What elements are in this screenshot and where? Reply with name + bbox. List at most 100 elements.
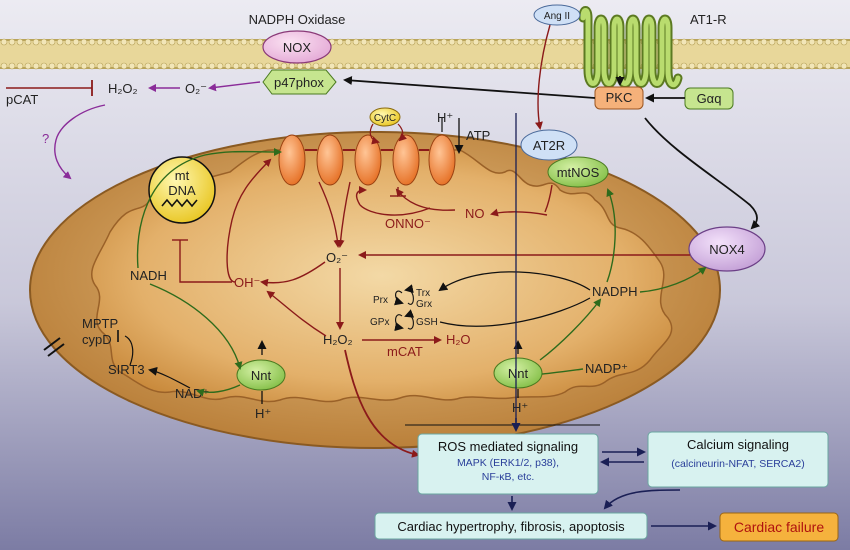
- lipid-bead: [792, 38, 800, 46]
- lipid-bead: [0, 38, 8, 46]
- lipid-bead: [280, 62, 288, 70]
- lipid-bead: [264, 62, 272, 70]
- lipid-bead: [536, 38, 544, 46]
- lipid-bead: [288, 62, 296, 70]
- lipid-bead: [712, 62, 720, 70]
- lipid-bead: [456, 62, 464, 70]
- no-label: NO: [465, 206, 485, 221]
- mtnos-label: mtNOS: [557, 165, 600, 180]
- lipid-bead: [504, 38, 512, 46]
- lipid-bead: [808, 62, 816, 70]
- lipid-bead: [232, 38, 240, 46]
- lipid-bead: [776, 62, 784, 70]
- lipid-bead: [680, 62, 688, 70]
- lipid-bead: [216, 38, 224, 46]
- gaq-label: Gαq: [697, 91, 722, 106]
- ros-line1: MAPK (ERK1/2, p38),: [457, 457, 559, 469]
- lipid-bead: [152, 62, 160, 70]
- lipid-bead: [552, 62, 560, 70]
- lipid-bead: [336, 38, 344, 46]
- matrix-h2o2-label: H₂O₂: [323, 332, 353, 347]
- mptp-label: MPTP: [82, 316, 118, 331]
- lipid-bead: [56, 38, 64, 46]
- lipid-bead: [480, 62, 488, 70]
- lipid-bead: [496, 62, 504, 70]
- mtdna-line2: DNA: [168, 183, 196, 198]
- lipid-bead: [32, 38, 40, 46]
- lipid-bead: [824, 62, 832, 70]
- lipid-bead: [808, 38, 816, 46]
- lipid-bead: [368, 38, 376, 46]
- lipid-bead: [128, 62, 136, 70]
- lipid-bead: [416, 38, 424, 46]
- lipid-bead: [528, 62, 536, 70]
- lipid-bead: [512, 62, 520, 70]
- complex-iii: [354, 134, 382, 186]
- lipid-bead: [688, 38, 696, 46]
- lipid-bead: [472, 38, 480, 46]
- nox4-node: [688, 226, 766, 272]
- lipid-bead: [184, 62, 192, 70]
- lipid-bead: [128, 38, 136, 46]
- lipid-bead: [528, 38, 536, 46]
- lipid-bead: [776, 38, 784, 46]
- lipid-bead: [384, 38, 392, 46]
- lipid-bead: [672, 62, 680, 70]
- at1r-label: AT1-R: [690, 12, 727, 27]
- lipid-bead: [536, 62, 544, 70]
- lipid-bead: [568, 38, 576, 46]
- lipid-bead: [728, 62, 736, 70]
- lipid-bead: [168, 62, 176, 70]
- at1r-receptor: [578, 6, 683, 90]
- ros-signaling-box: ROS mediated signaling MAPK (ERK1/2, p38…: [417, 433, 599, 495]
- lipid-bead: [704, 38, 712, 46]
- lipid-bead: [96, 38, 104, 46]
- p47phox-node: [262, 69, 337, 95]
- lipid-bead: [256, 38, 264, 46]
- lipid-bead: [328, 62, 336, 70]
- lipid-bead: [24, 38, 32, 46]
- mtdna-line1: mt: [175, 168, 190, 183]
- lipid-bead: [360, 38, 368, 46]
- lipid-bead: [336, 62, 344, 70]
- lipid-bead: [80, 38, 88, 46]
- matrix-o2-label: O₂⁻: [326, 250, 348, 265]
- lipid-bead: [48, 62, 56, 70]
- lipid-bead: [296, 62, 304, 70]
- lipid-bead: [144, 38, 152, 46]
- lipid-bead: [744, 62, 752, 70]
- lipid-bead: [520, 38, 528, 46]
- lipid-bead: [320, 62, 328, 70]
- onno-label: ONNO⁻: [385, 216, 431, 231]
- lipid-bead: [440, 38, 448, 46]
- lipid-bead: [720, 38, 728, 46]
- lipid-bead: [216, 62, 224, 70]
- lipid-bead: [576, 38, 584, 46]
- lipid-bead: [408, 62, 416, 70]
- lipid-bead: [312, 62, 320, 70]
- lipid-bead: [192, 62, 200, 70]
- lipid-bead: [760, 38, 768, 46]
- atp-label: ATP: [466, 128, 490, 143]
- lipid-bead: [552, 38, 560, 46]
- hplus-left-label: H⁺: [255, 406, 271, 421]
- lipid-bead: [800, 62, 808, 70]
- complex-iv: [392, 134, 420, 186]
- pcat-label: pCAT: [6, 92, 38, 107]
- lipid-bead: [824, 38, 832, 46]
- calcium-line1: (calcineurin-NFAT, SERCA2): [671, 458, 804, 470]
- electron-transport-chain: [278, 134, 456, 186]
- mtnos-node: [547, 156, 609, 188]
- lipid-bead: [816, 62, 824, 70]
- lipid-bead: [800, 38, 808, 46]
- lipid-bead: [256, 62, 264, 70]
- lipid-bead: [672, 38, 680, 46]
- nnt-left-label: Nnt: [251, 368, 272, 383]
- lipid-bead: [16, 62, 24, 70]
- lipid-bead: [104, 38, 112, 46]
- lipid-bead: [200, 62, 208, 70]
- lipid-bead: [56, 62, 64, 70]
- lipid-bead: [744, 38, 752, 46]
